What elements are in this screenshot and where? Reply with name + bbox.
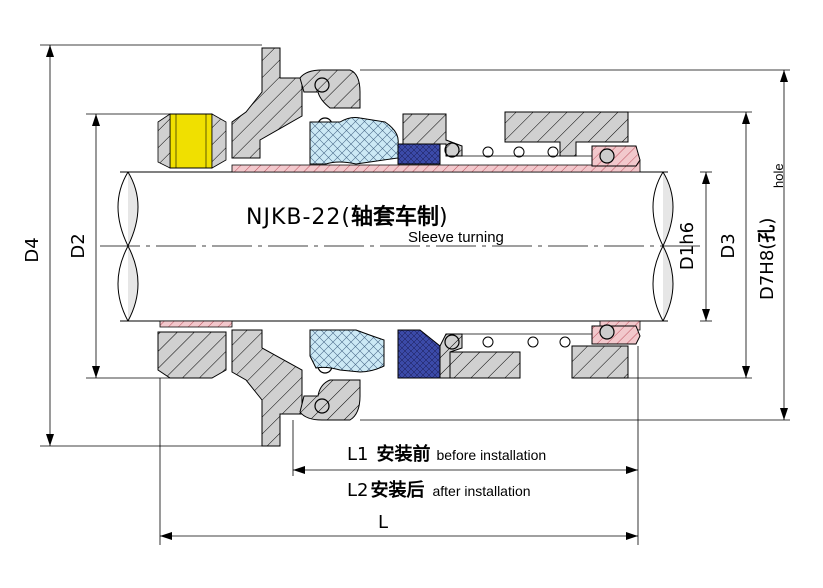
D7H8-en: hole (771, 163, 786, 188)
sleeve-turning-label: Sleeve turning (408, 229, 504, 246)
D7H8-main: D7H8( (757, 243, 778, 300)
o-ring-lower-3 (444, 334, 460, 350)
shaft (117, 171, 674, 322)
model-cn: 轴套车制 (351, 204, 439, 230)
gland-insert-lower (591, 325, 641, 345)
model-title: NJKB-22(轴套车制) (246, 204, 448, 230)
set-screw-upper (169, 113, 213, 169)
L1-cn: 安装前 (376, 443, 430, 465)
o-ring-upper-1 (314, 77, 330, 93)
dimension-arrows (46, 45, 788, 540)
gland-insert-upper (591, 145, 641, 167)
dimension-lines (40, 44, 790, 545)
L1-code: L1 (347, 444, 368, 465)
label-D7H8: D7H8(孔) hole (757, 163, 786, 300)
label-L: L (378, 512, 388, 533)
rotating-housing-lower (231, 329, 303, 447)
seal-face-upper (397, 143, 441, 165)
D7H8-cn: 孔 (757, 225, 778, 243)
L2-cn: 安装后 (370, 479, 424, 501)
L2-en: after installation (432, 483, 530, 499)
label-D3: D3 (718, 233, 739, 258)
D7H8-close: ) (757, 218, 778, 225)
collar-lower (157, 331, 227, 379)
o-ring-lower-1 (314, 398, 330, 414)
L1-en: before installation (436, 447, 546, 463)
rotating-housing-upper (231, 47, 303, 159)
L2-code: L2 (347, 480, 368, 501)
svg-text:D7H8(孔): D7H8(孔) (757, 218, 778, 300)
shaft-sleeve-lower (159, 320, 641, 331)
model-close: ) (439, 205, 448, 230)
model-code: NJKB-22( (246, 205, 351, 230)
bellows-lower (309, 329, 385, 373)
bellows-upper (309, 117, 399, 165)
o-ring-upper-4 (599, 148, 615, 164)
gland-lower (449, 351, 521, 379)
seal-face-lower (397, 329, 441, 379)
o-ring-upper-3 (444, 142, 460, 158)
gland-upper (504, 111, 629, 157)
o-ring-lower-4 (599, 324, 615, 340)
label-L1: L1 安装前 before installation (347, 443, 546, 465)
label-D4: D4 (22, 237, 43, 262)
upper-seal-assembly (157, 47, 641, 173)
label-D1h6: D1h6 (677, 222, 698, 270)
label-D2: D2 (68, 233, 89, 258)
lower-seal-assembly (157, 320, 641, 447)
